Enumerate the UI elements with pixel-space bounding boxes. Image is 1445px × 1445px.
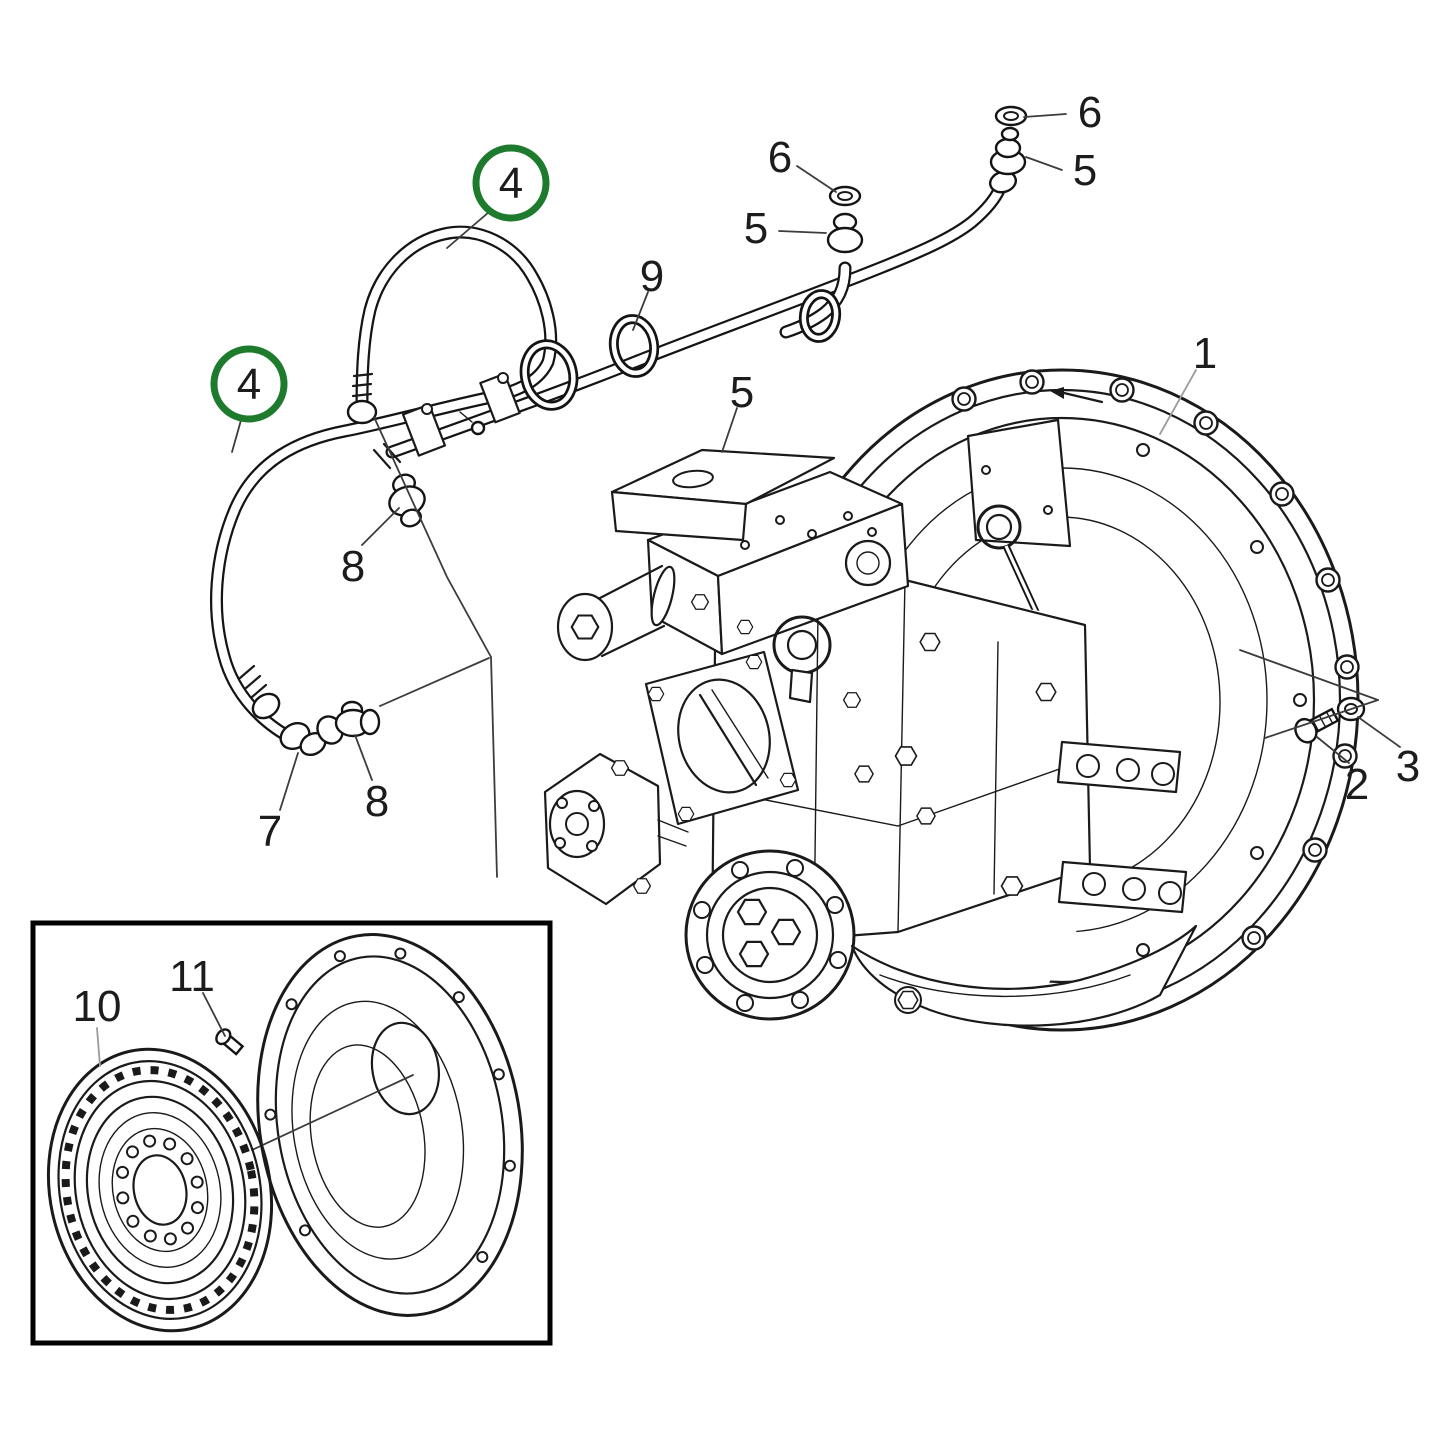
callout-labels: 4 4 6 5 6 5 9 5 1 8 7 8 2 3 10 11 [73,88,1421,1031]
gearbox-assembly [543,448,1198,1030]
callout-8-lower: 8 [365,777,389,826]
callout-6-right: 6 [1078,88,1102,137]
callout-11: 11 [169,952,215,1001]
callout-3: 3 [1396,742,1420,791]
callout-2: 2 [1345,760,1369,809]
callout-9: 9 [640,252,664,301]
callout-10: 10 [73,982,122,1031]
supply-hose-4 [209,225,558,748]
rim-arrow-mark [1050,387,1104,404]
fitting-right [989,105,1028,176]
callout-4-top: 4 [499,159,523,208]
pto-flange [684,849,856,1021]
cover-plate [256,933,524,1317]
grommet-rings [519,289,842,411]
callout-4-left: 4 [237,360,261,409]
highlight-circle-4-top [472,144,550,222]
lifting-eye-bolts [772,539,892,704]
callout-5-right: 5 [1073,146,1097,195]
fitting-mid [826,185,864,254]
pump-mount-plate [644,650,800,826]
fitting-8-lower [334,700,381,738]
bolt-11 [215,1028,245,1056]
callout-1: 1 [1193,329,1217,378]
callout-8-upper: 8 [341,542,365,591]
mounting-arms [1056,740,1188,914]
highlight-circle-4-left [210,345,288,423]
inset-box [30,920,553,1346]
hose-clamps [401,372,521,457]
gear-pump [543,752,689,906]
hose-assembly [209,105,1028,757]
callout-5-bracket: 5 [730,368,754,417]
cover-center-leader [251,1074,414,1151]
leader-lines [96,113,1401,1067]
hose-end-ribs [238,372,378,720]
bolt-2 [1294,707,1340,744]
fitting-8-upper [388,473,426,528]
callout-5-mid: 5 [744,204,768,253]
housing-panel [966,418,1072,548]
solenoid-cylinder [556,564,676,662]
branch-hose [779,261,852,339]
callout-7: 7 [258,807,282,856]
damper-plate [46,1047,274,1333]
housing-face-holes [1136,443,1307,957]
oil-sump [850,924,1198,1027]
long-hose [372,170,1018,470]
callout-6-mid: 6 [768,133,792,182]
top-bracket [610,448,836,542]
